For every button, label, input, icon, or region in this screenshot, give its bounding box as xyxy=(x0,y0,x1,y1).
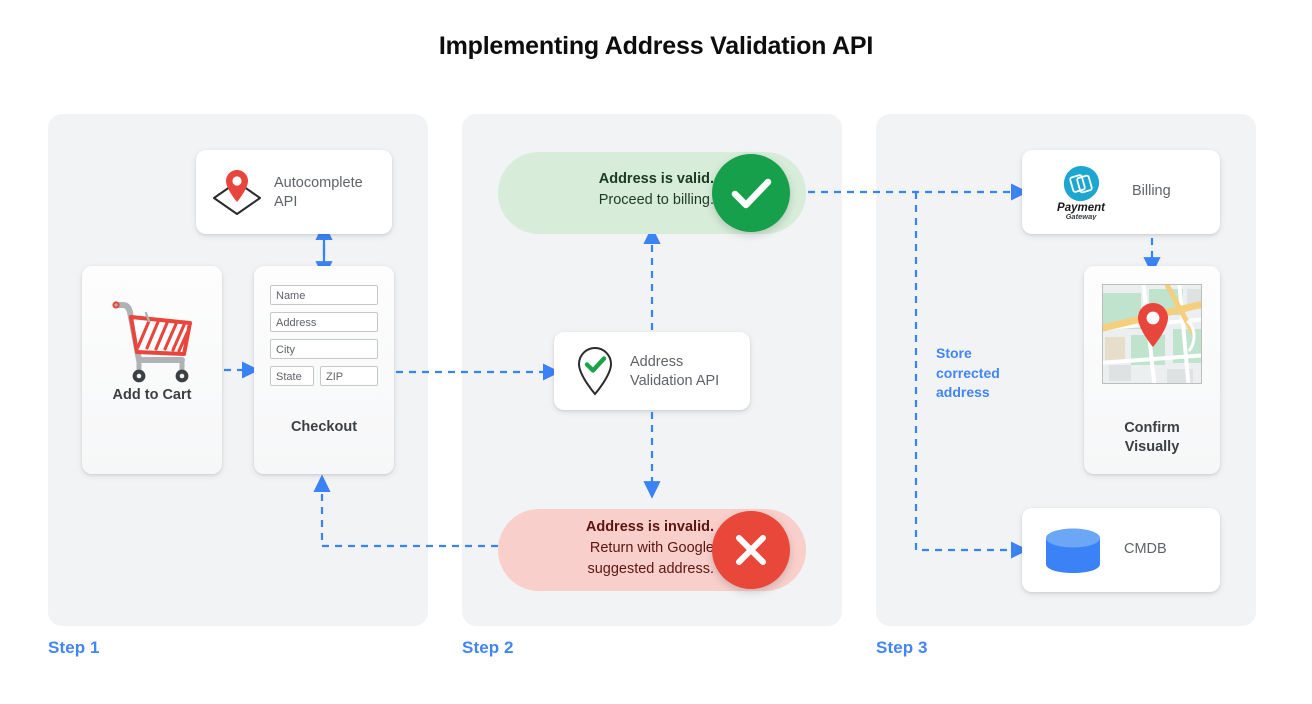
confirm-visually-card[interactable]: Confirm Visually xyxy=(1084,266,1220,474)
address-invalid-subtitle-line-1: Return with Google xyxy=(589,540,714,556)
confirm-caption-line-1: Confirm xyxy=(1124,420,1180,436)
add-to-cart-card[interactable]: Add to Cart xyxy=(82,266,222,474)
valid-badge xyxy=(712,154,790,232)
address-invalid-text: Address is invalid. Return with Google s… xyxy=(512,517,714,580)
name-field[interactable]: Name xyxy=(270,285,378,305)
map-pin-diamond-icon xyxy=(213,170,261,215)
validation-label-line-1: Address xyxy=(630,354,684,370)
check-icon xyxy=(731,178,772,209)
store-note-line-2: corrected xyxy=(936,364,1000,381)
add-to-cart-caption: Add to Cart xyxy=(112,387,192,403)
billing-label: Billing xyxy=(1132,183,1171,199)
step-3-label: Step 3 xyxy=(876,638,928,657)
validation-label-line-2: Validation API xyxy=(630,373,720,389)
address-invalid-title: Address is invalid. xyxy=(585,519,714,535)
database-icon xyxy=(1046,528,1100,573)
store-corrected-address-note: Store corrected address xyxy=(936,344,1026,403)
cmdb-label: CMDB xyxy=(1124,541,1167,557)
state-field[interactable]: State xyxy=(270,366,314,386)
step-1-label: Step 1 xyxy=(48,638,100,657)
address-validation-api-card[interactable]: Address Validation API xyxy=(554,332,750,410)
zip-field[interactable]: ZIP xyxy=(320,366,378,386)
confirm-visually-caption: Confirm Visually xyxy=(1084,419,1220,457)
autocomplete-api-card[interactable]: Autocomplete API xyxy=(196,150,392,234)
payment-logo-primary: Payment xyxy=(1057,202,1106,214)
autocomplete-api-label: Autocomplete API xyxy=(274,175,363,210)
address-field[interactable]: Address xyxy=(270,312,378,332)
payment-gateway-icon: Payment Gateway xyxy=(1057,166,1106,220)
store-note-line-1: Store xyxy=(936,345,972,361)
close-icon xyxy=(736,535,766,565)
checkout-caption: Checkout xyxy=(290,419,358,435)
payment-logo-secondary: Gateway xyxy=(1066,212,1098,220)
address-valid-title: Address is valid. xyxy=(598,171,714,187)
shopping-cart-icon xyxy=(112,301,192,383)
address-validation-api-label: Address Validation API xyxy=(630,353,742,391)
address-valid-subtitle: Proceed to billing. xyxy=(598,192,714,208)
address-valid-text: Address is valid. Proceed to billing. xyxy=(518,169,714,211)
confirm-caption-line-2: Visually xyxy=(1124,439,1180,455)
cmdb-card[interactable]: CMDB xyxy=(1022,508,1220,592)
pin-check-icon xyxy=(577,346,613,396)
city-field[interactable]: City xyxy=(270,339,378,359)
checkout-card[interactable]: Name Address City State ZIP Checkout xyxy=(254,266,394,474)
step-2-label: Step 2 xyxy=(462,638,514,657)
map-thumbnail-icon xyxy=(1102,284,1202,384)
page-title: Implementing Address Validation API xyxy=(438,32,874,60)
store-note-line-3: address xyxy=(936,384,990,400)
invalid-badge xyxy=(712,511,790,589)
address-invalid-subtitle-line-2: suggested address. xyxy=(587,561,714,577)
billing-card[interactable]: Payment Gateway Billing xyxy=(1022,150,1220,234)
